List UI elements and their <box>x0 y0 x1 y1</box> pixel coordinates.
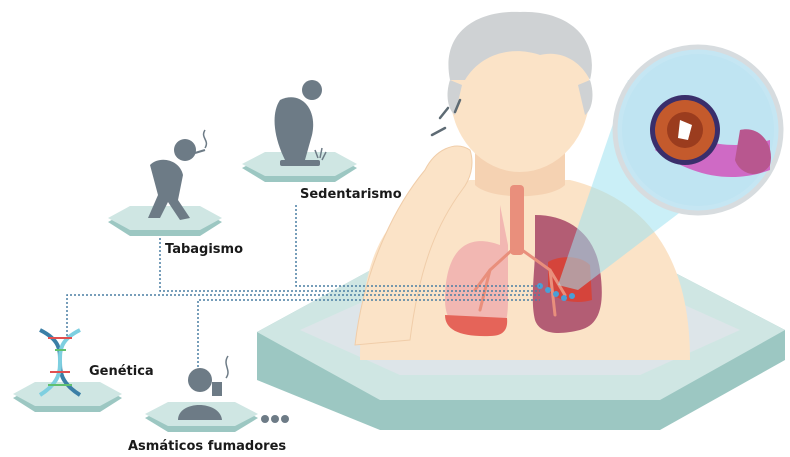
label-genetica: Genética <box>89 364 154 379</box>
trachea <box>510 185 524 255</box>
tabagismo-platform <box>108 206 222 236</box>
label-tabagismo: Tabagismo <box>165 242 243 257</box>
ellipsis-icon <box>261 415 289 423</box>
label-sedentarismo: Sedentarismo <box>300 187 402 202</box>
label-asmaticos: Asmáticos fumadores <box>128 439 286 454</box>
bronchus-zoom <box>558 47 781 290</box>
